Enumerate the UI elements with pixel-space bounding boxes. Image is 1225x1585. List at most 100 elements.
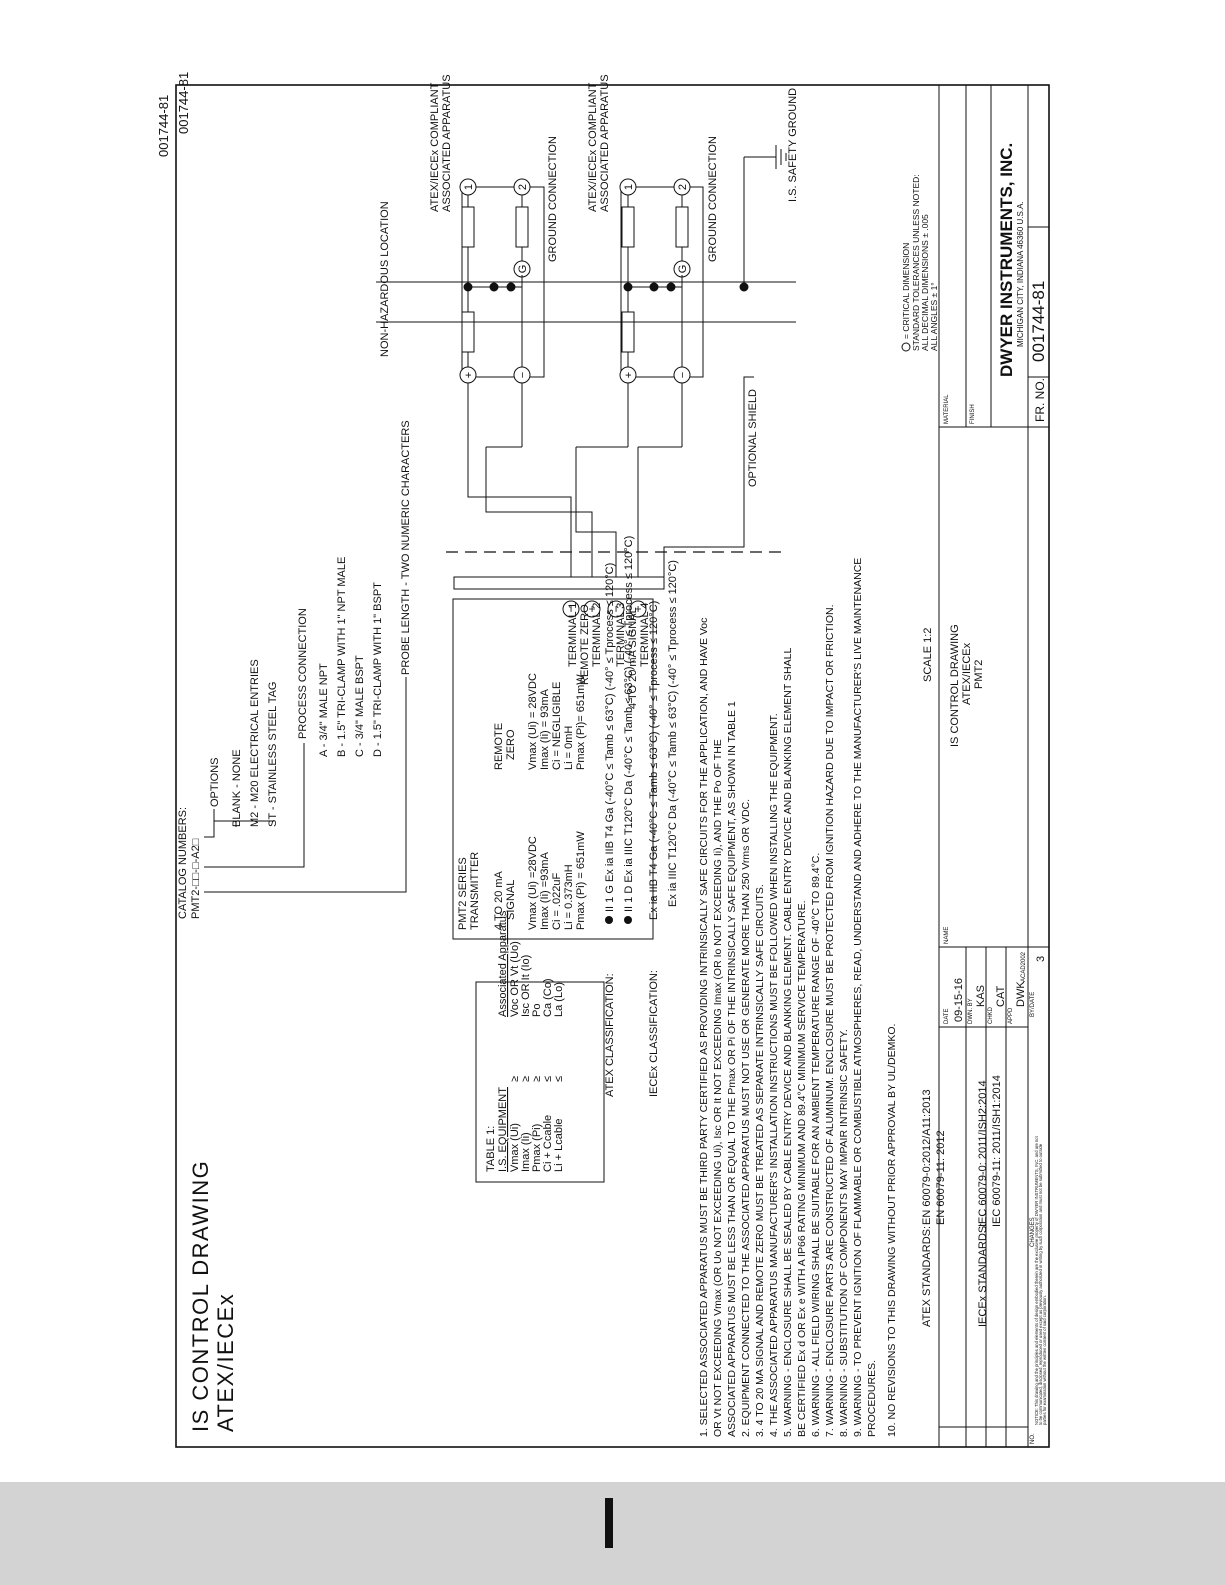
svg-text:ASSOCIATED APPARATUS: ASSOCIATED APPARATUS [599, 74, 611, 212]
svg-text:IS CONTROL DRAWING: IS CONTROL DRAWING [949, 624, 961, 747]
svg-text:IEC 60079-0: 2011/ISH2:2014: IEC 60079-0: 2011/ISH2:2014 [977, 1080, 989, 1227]
svg-text:NO.: NO. [1030, 1433, 1036, 1444]
svg-text:Imax (Ii) = 93mA: Imax (Ii) = 93mA [539, 688, 551, 770]
svg-text:≥: ≥ [531, 1076, 543, 1082]
wiring: + − 1 2 G [376, 145, 796, 590]
page-position-indicator [605, 1498, 613, 1548]
svg-text:ATEX/IECEx COMPLIANT: ATEX/IECEx COMPLIANT [429, 82, 441, 212]
svg-text:C - 3/4" MALE BSPT: C - 3/4" MALE BSPT [354, 655, 366, 757]
drawing-number-border: 001744-81 [156, 95, 171, 157]
svg-text:Pmax (Pi)= 651mW: Pmax (Pi)= 651mW [575, 674, 587, 770]
svg-text:6. WARNING - ALL FIELD WIRING: 6. WARNING - ALL FIELD WIRING SHALL BE S… [810, 853, 822, 1437]
svg-text:Isc OR It (Io): Isc OR It (Io) [520, 955, 532, 1017]
svg-text:SIGNAL: SIGNAL [505, 880, 517, 920]
svg-text:Ci = .022uF: Ci = .022uF [551, 873, 563, 930]
svg-text:= CRITICAL DIMENSION: = CRITICAL DIMENSION [901, 243, 911, 339]
svg-text:to be communicated, disclosed,: to be communicated, disclosed, reproduce… [1038, 1143, 1043, 1425]
svg-text:Ca (Co): Ca (Co) [542, 978, 554, 1017]
svg-text:Voc OR Vt (Uo): Voc OR Vt (Uo) [509, 941, 521, 1017]
svg-text:10. NO REVISIONS TO THIS DRAWI: 10. NO REVISIONS TO THIS DRAWING WITHOUT… [886, 1024, 898, 1437]
svg-text:TERMINAL 1: TERMINAL 1 [567, 603, 579, 667]
svg-text:KAS: KAS [975, 985, 987, 1007]
svg-text:B - 1.5" TRI-CLAMP WITH 1" NPT: B - 1.5" TRI-CLAMP WITH 1" NPT MALE [336, 557, 348, 757]
svg-text:Pmax (Pi) = 651mW: Pmax (Pi) = 651mW [575, 831, 587, 930]
svg-text:Ci = NEGLIGIBLE: Ci = NEGLIGIBLE [551, 682, 563, 770]
svg-text:ACAD2002: ACAD2002 [1021, 951, 1027, 982]
svg-text:CAT: CAT [995, 986, 1007, 1007]
svg-text:REMOTE ZERO: REMOTE ZERO [579, 604, 591, 685]
svg-text:Pmax (Pi): Pmax (Pi) [531, 1124, 543, 1172]
svg-text:II 1 D Ex ia IIIC T120°C Da (-: II 1 D Ex ia IIIC T120°C Da (-40°C ≤ Tam… [623, 536, 635, 912]
terminal-1 [583, 600, 601, 618]
svg-text:Associated Apparatus: Associated Apparatus [497, 910, 509, 1017]
title-block [938, 84, 1050, 1448]
svg-text:ASSOCIATED APPARATUS: ASSOCIATED APPARATUS [441, 74, 453, 212]
svg-text:OPTIONAL SHIELD: OPTIONAL SHIELD [747, 389, 759, 487]
svg-text:PMT2-□□-□-A2□: PMT2-□□-□-A2□ [190, 838, 202, 919]
svg-text:NAME: NAME [944, 927, 950, 944]
svg-text:IECEx CLASSIFICATION:: IECEx CLASSIFICATION: [648, 970, 660, 1097]
svg-text:9. WARNING - TO PREVENT IGNITI: 9. WARNING - TO PREVENT IGNITION OF FLAM… [852, 558, 864, 1437]
svg-text:ALL ANGLES ± 1°: ALL ANGLES ± 1° [929, 282, 939, 351]
svg-text:IECEx STANDARDS:: IECEx STANDARDS: [977, 1223, 989, 1327]
svg-text:2: 2 [677, 184, 689, 190]
svg-text:−: − [564, 605, 578, 612]
svg-text:TRANSMITTER: TRANSMITTER [469, 852, 481, 930]
svg-text:ATEX STANDARDS:: ATEX STANDARDS: [921, 1226, 933, 1327]
svg-text:NON-HAZARDOUS LOCATION: NON-HAZARDOUS LOCATION [379, 201, 391, 357]
svg-text:M2 - M20 ELECTRICAL ENTRIES: M2 - M20 ELECTRICAL ENTRIES [249, 659, 261, 827]
svg-text:Li = 0.373mH: Li = 0.373mH [563, 864, 575, 930]
svg-text:Li = 0mH: Li = 0mH [563, 726, 575, 770]
svg-text:GROUND CONNECTION: GROUND CONNECTION [547, 136, 559, 262]
svg-text:−: − [609, 605, 623, 612]
notes: 1. SELECTED ASSOCIATED APPARATUS MUST BE… [698, 558, 898, 1437]
svg-text:4. THE ASSOCIATED APPARATUS MA: 4. THE ASSOCIATED APPARATUS MANUFACTURER… [768, 713, 780, 1437]
svg-text:CHKD: CHKD [988, 1006, 994, 1024]
svg-text:MICHIGAN CITY, INDIANA 46360: MICHIGAN CITY, INDIANA 46360 U.S.A. [1016, 201, 1025, 347]
svg-text:La (Lo): La (Lo) [553, 982, 565, 1017]
svg-text:+: + [631, 605, 645, 612]
svg-text:+: + [463, 372, 475, 378]
svg-text:ASSOCIATED APPARATUS MUST BE L: ASSOCIATED APPARATUS MUST BE LESS THAN O… [726, 701, 738, 1437]
svg-text:8. WARNING - SUBSTITUTION OF C: 8. WARNING - SUBSTITUTION OF COMPONENTS … [838, 1029, 850, 1437]
svg-text:II 1 G Ex ia IIB T4 Ga (-40°C: II 1 G Ex ia IIB T4 Ga (-40°C ≤ Tamb ≤ 6… [604, 563, 616, 912]
svg-text:IEC 60079-11: 2011/ISH1:2014: IEC 60079-11: 2011/ISH1:2014 [991, 1075, 1003, 1227]
svg-text:REMOTE: REMOTE [493, 723, 505, 770]
svg-text:OR Vt NOT EXCEEDING Vmax (OR U: OR Vt NOT EXCEEDING Vmax (OR Uo NOT EXCE… [712, 739, 724, 1437]
svg-text:ATEX/IECEx COMPLIANT: ATEX/IECEx COMPLIANT [587, 82, 599, 212]
svg-text:ALL DECIMAL DIMENSIONS ± .005: ALL DECIMAL DIMENSIONS ± .005 [920, 214, 930, 351]
svg-text:CHANGES: CHANGES [1030, 1217, 1036, 1247]
svg-text:APPD: APPD [1008, 1007, 1014, 1024]
svg-text:Po: Po [531, 1004, 543, 1017]
svg-text:Vmax (Ui) = 28VDC: Vmax (Ui) = 28VDC [527, 673, 539, 770]
svg-text:4 TO 20 mA: 4 TO 20 mA [493, 870, 505, 930]
svg-text:Ex ia IIB T4 Ga (-40°C ≤ Tamb: Ex ia IIB T4 Ga (-40°C ≤ Tamb ≤ 63°C) (-… [648, 601, 660, 920]
svg-text:5. WARNING - ENCLOSURE SHALL B: 5. WARNING - ENCLOSURE SHALL BE SEALED B… [782, 648, 794, 1437]
svg-text:A - 3/4" MALE NPT: A - 3/4" MALE NPT [318, 663, 330, 757]
svg-text:1: 1 [623, 184, 635, 190]
svg-text:ATEX CLASSIFICATION:: ATEX CLASSIFICATION: [604, 973, 616, 1097]
svg-text:≤: ≤ [553, 1076, 565, 1082]
svg-text:Imax (Ii) =93mA: Imax (Ii) =93mA [539, 851, 551, 930]
svg-text:CATALOG NUMBERS:: CATALOG NUMBERS: [177, 807, 189, 919]
table-1: TABLE 1: I.S. EQUIPMENT Associated Appar… [475, 910, 605, 1183]
svg-text:Vmax (Ui): Vmax (Ui) [509, 1123, 521, 1172]
svg-text:G: G [677, 265, 689, 274]
svg-text:TERMINAL 4: TERMINAL 4 [639, 603, 651, 667]
svg-text:BE CERTIFIED Ex d OR Ex e WITH: BE CERTIFIED Ex d OR Ex e WITH A IP66 RA… [796, 901, 808, 1437]
svg-text:TERMINAL 2: TERMINAL 2 [591, 603, 603, 667]
svg-text:DWN. BY: DWN. BY [968, 998, 974, 1024]
svg-text:EN 60079-11: 2012: EN 60079-11: 2012 [935, 1130, 947, 1225]
svg-text:STANDARD TOLERANCES UNLESS NOT: STANDARD TOLERANCES UNLESS NOTED: [911, 174, 921, 351]
svg-text:ATEX/IECEx: ATEX/IECEx [213, 1293, 238, 1432]
page-title: IS CONTROL DRAWING ATEX/IECEx [188, 1160, 238, 1432]
svg-text:GROUND CONNECTION: GROUND CONNECTION [707, 136, 719, 262]
svg-text:BLANK - NONE: BLANK - NONE [231, 749, 243, 827]
svg-text:2. EQUIPMENT CONNECTED TO THE: 2. EQUIPMENT CONNECTED TO THE ASSOCIATED… [740, 799, 752, 1437]
svg-text:EN 60079-0:2012/A11:2013: EN 60079-0:2012/A11:2013 [921, 1089, 933, 1225]
svg-text:D - 1.5" TRI-CLAMP WITH 1" BSP: D - 1.5" TRI-CLAMP WITH 1" BSPT [372, 582, 384, 757]
svg-text:−: − [677, 372, 689, 378]
cable-bundle [453, 576, 665, 590]
svg-text:3: 3 [1035, 956, 1047, 962]
